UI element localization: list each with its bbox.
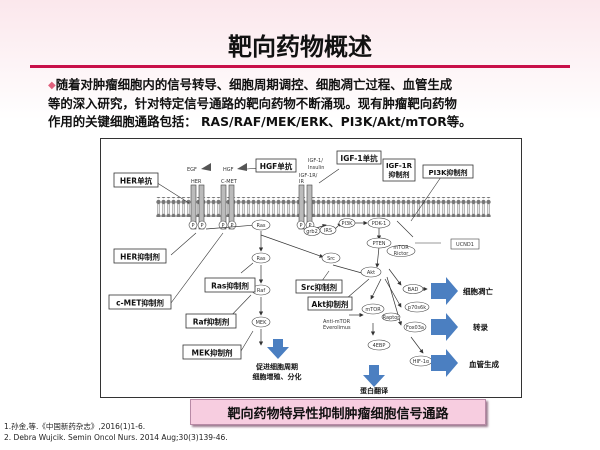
anti-mtor-label-1: Anti-mTOR bbox=[323, 319, 351, 325]
svg-text:HGF单抗: HGF单抗 bbox=[260, 161, 293, 171]
her-receptor-label: HER bbox=[191, 179, 202, 185]
intro-paragraph: ◆随着对肿瘤细胞内的信号转导、细胞周期调控、细胞凋亡过程、血管生成 等的深入研究… bbox=[48, 76, 560, 131]
arrow-apoptosis-icon bbox=[431, 277, 458, 305]
node-hif1a: HIF-1α bbox=[413, 359, 430, 365]
drug-box-ras-inhibitor: Ras抑制剂 bbox=[204, 277, 256, 293]
outcome-proliferation-1: 促进细胞周期 bbox=[255, 362, 298, 371]
igf-label: IGF-1/ bbox=[308, 158, 323, 164]
igf1r-receptor-label-1: IGF-1R/ bbox=[299, 173, 318, 179]
node-mtor: mTOR bbox=[365, 307, 381, 313]
svg-text:MEK抑制剂: MEK抑制剂 bbox=[192, 348, 233, 358]
phospho-sites: P P P P P P bbox=[188, 220, 315, 230]
drug-box-her-inhibitor: HER抑制剂 bbox=[113, 248, 167, 264]
pathway-node-labels: Ras Ras Raf MEK grb2 IRS PI3K Src PDK-1 … bbox=[256, 221, 430, 365]
drug-box-raf-inhibitor: Raf抑制剂 bbox=[185, 313, 237, 329]
node-rss: Ras bbox=[256, 256, 265, 262]
pathway-svg: EGF HGF IGF-1/ Insulin HER C-MET IGF-1R/… bbox=[108, 150, 499, 395]
igf1r-receptor-label-2: IR bbox=[299, 179, 304, 185]
hgf-label: HGF bbox=[223, 167, 234, 173]
arrow-angiogenesis-icon bbox=[431, 349, 458, 377]
svg-text:PI3K抑制剂: PI3K抑制剂 bbox=[428, 168, 467, 177]
drug-box-hgf-mab: HGF单抗 bbox=[255, 158, 297, 173]
node-pi3k: PI3K bbox=[342, 221, 354, 227]
svg-text:P: P bbox=[299, 223, 302, 229]
svg-text:P: P bbox=[230, 223, 233, 229]
drug-box-cmet-inhibitor: c-MET抑制剂 bbox=[108, 294, 172, 310]
outcome-apoptosis: 细胞凋亡 bbox=[463, 286, 493, 296]
diamond-bullet-icon: ◆ bbox=[48, 80, 56, 91]
node-irs: IRS bbox=[324, 228, 332, 234]
node-foxo3a: Fox03a bbox=[406, 325, 424, 331]
outcome-arrows bbox=[267, 277, 458, 387]
anti-mtor-label-2: Everolimus bbox=[323, 325, 351, 331]
drug-box-igf1-mab: IGF-1单抗 bbox=[336, 150, 382, 165]
ucnd1-label: UCND1 bbox=[456, 242, 474, 248]
svg-text:HER单抗: HER单抗 bbox=[120, 176, 153, 186]
svg-text:HER抑制剂: HER抑制剂 bbox=[120, 252, 160, 262]
arrow-proliferation-icon bbox=[267, 339, 289, 359]
svg-text:抑制剂: 抑制剂 bbox=[389, 170, 410, 179]
drug-box-src-inhibitor: Src抑制剂 bbox=[295, 279, 343, 294]
svg-text:P: P bbox=[200, 223, 203, 229]
node-4ebp: 4EBP bbox=[373, 343, 386, 349]
node-src: Src bbox=[327, 256, 335, 262]
svg-text:IGF-1R: IGF-1R bbox=[386, 162, 413, 170]
drug-box-pi3k-inhibitor: PI3K抑制剂 bbox=[422, 164, 474, 179]
title-background bbox=[0, 0, 600, 120]
reference-2: 2. Debra Wujcik. Semin Oncol Nurs. 2014 … bbox=[4, 433, 228, 442]
reference-1: 1.孙金,等.《中国新药杂志》,2016(1)1-6. bbox=[4, 422, 146, 431]
outcome-translation: 蛋白翻译 bbox=[360, 386, 389, 395]
references: 1.孙金,等.《中国新药杂志》,2016(1)1-6. 2. Debra Wuj… bbox=[4, 421, 228, 443]
outcome-transcription: 转录 bbox=[473, 322, 488, 332]
node-raptor: Raptor bbox=[383, 315, 401, 321]
drug-box-akt-inhibitor: Akt抑制剂 bbox=[307, 296, 353, 311]
pathway-nodes bbox=[251, 217, 433, 367]
drug-box-mek-inhibitor: MEK抑制剂 bbox=[182, 344, 242, 360]
node-grb: grb2 bbox=[306, 229, 318, 235]
svg-text:P: P bbox=[221, 223, 224, 229]
egf-label: EGF bbox=[187, 167, 197, 173]
outcome-proliferation-2: 细胞增殖、分化 bbox=[253, 372, 302, 381]
svg-text:Ras抑制剂: Ras抑制剂 bbox=[211, 281, 249, 291]
node-ras: Ras bbox=[256, 223, 265, 229]
inhibitor-lines bbox=[150, 166, 442, 352]
svg-text:Raf抑制剂: Raf抑制剂 bbox=[193, 317, 230, 327]
svg-text:Akt抑制剂: Akt抑制剂 bbox=[312, 299, 349, 309]
node-bad: BAD bbox=[408, 287, 419, 293]
drug-box-her-mab: HER单抗 bbox=[113, 172, 159, 188]
svg-text:c-MET抑制剂: c-MET抑制剂 bbox=[116, 298, 164, 308]
title-underline bbox=[30, 65, 570, 68]
outcome-angiogenesis: 血管生成 bbox=[469, 359, 499, 369]
node-mek: MEK bbox=[256, 320, 267, 326]
pathway-diagram: EGF HGF IGF-1/ Insulin HER C-MET IGF-1R/… bbox=[100, 138, 522, 398]
svg-text:P: P bbox=[191, 223, 194, 229]
node-mtor-rictor-2: Rictor bbox=[394, 251, 410, 257]
svg-text:P: P bbox=[308, 223, 311, 229]
svg-text:Src抑制剂: Src抑制剂 bbox=[301, 282, 338, 292]
ucnd1-box bbox=[450, 238, 480, 250]
cell-membrane bbox=[156, 197, 491, 217]
intro-line-3: 作用的关键细胞通路包括： RAS/RAF/MEK/ERK、PI3K/Akt/mT… bbox=[48, 114, 472, 129]
egf-ligand-icon bbox=[201, 163, 211, 171]
hgf-ligand-icon bbox=[237, 163, 247, 171]
slide-title: 靶向药物概述 bbox=[228, 33, 372, 61]
intro-line-2: 等的深入研究，针对特定信号通路的靶向药物不断涌现。现有肿瘤靶向药物 bbox=[48, 96, 457, 111]
svg-text:IGF-1单抗: IGF-1单抗 bbox=[340, 153, 378, 163]
arrow-transcription-icon bbox=[431, 313, 458, 341]
node-pten: PTEN bbox=[373, 241, 386, 247]
arrow-translation-icon bbox=[363, 365, 385, 387]
intro-line-1: 随着对肿瘤细胞内的信号转导、细胞周期调控、细胞凋亡过程、血管生成 bbox=[55, 77, 453, 92]
node-p70s6k: p70s6k bbox=[408, 305, 426, 311]
drug-box-igf1r-inhibitor: IGF-1R 抑制剂 bbox=[382, 158, 416, 182]
cmet-receptor-label: C-MET bbox=[221, 179, 238, 185]
insulin-label: Insulin bbox=[308, 165, 324, 171]
node-mtor-rictor-1: mTOR bbox=[393, 245, 409, 251]
summary-banner: 靶向药物特异性抑制肿瘤细胞信号通路 bbox=[190, 399, 486, 425]
node-pdk1: PDK-1 bbox=[372, 221, 387, 227]
node-akt: Akt bbox=[367, 270, 375, 276]
node-raf: Raf bbox=[257, 288, 265, 294]
